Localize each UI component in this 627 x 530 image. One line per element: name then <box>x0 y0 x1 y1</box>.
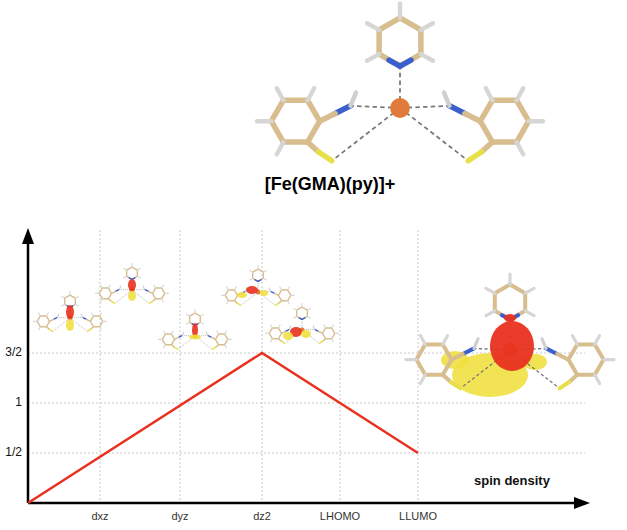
orbital-thumbnail <box>159 309 232 349</box>
compound-title: [Fe(GMA)(py)]+ <box>265 174 395 195</box>
axis-tick-label: 1 <box>15 396 22 410</box>
axis-category-label: LHOMO <box>320 510 360 523</box>
orbital-thumbnail <box>96 263 169 303</box>
grid-lines <box>28 230 585 503</box>
orbital-thumbnail <box>222 265 295 305</box>
spin-density-molecule <box>406 274 614 397</box>
image-caption: spin density <box>474 474 550 489</box>
orbital-thumbnail <box>34 291 107 331</box>
axis-category-label: LLUMO <box>399 510 437 523</box>
molecule <box>257 3 543 160</box>
axis-category-label: dxz <box>91 510 108 523</box>
axis-tick-label: 3/2 <box>5 346 22 360</box>
spin-line <box>28 353 418 503</box>
orbital-thumbnail <box>266 303 339 343</box>
axis-category-label: dz2 <box>253 510 271 523</box>
axis-category-label: dyz <box>171 510 188 523</box>
axes <box>22 228 590 509</box>
axis-tick-label: 1/2 <box>5 446 22 460</box>
